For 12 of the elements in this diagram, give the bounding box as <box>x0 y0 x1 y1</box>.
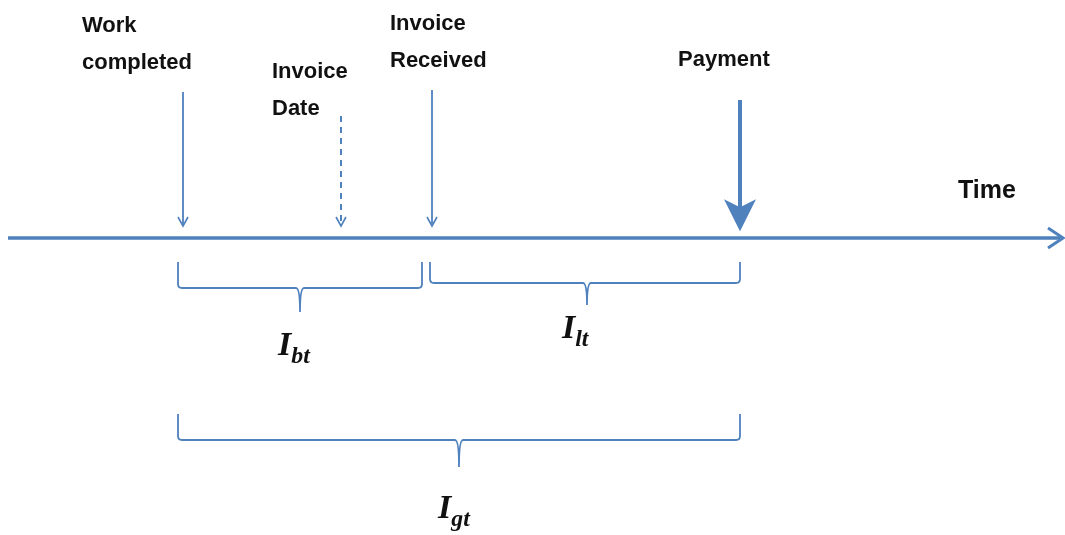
arrow <box>724 100 756 232</box>
arrow <box>426 89 438 227</box>
interval-symbol: I$_{gt}$ <box>438 488 470 531</box>
event-label: Invoice Date <box>272 57 349 122</box>
interval-symbol: I$_{bt}$ <box>278 325 310 368</box>
event-label: Work completed <box>82 11 194 76</box>
arrow <box>177 91 189 227</box>
event-label: Payment <box>678 45 771 73</box>
axis-label: Time <box>958 176 1016 204</box>
arrow <box>335 115 347 227</box>
interval-symbol: I$_{lt}$ <box>562 308 589 351</box>
event-label: Invoice Received <box>390 9 488 74</box>
